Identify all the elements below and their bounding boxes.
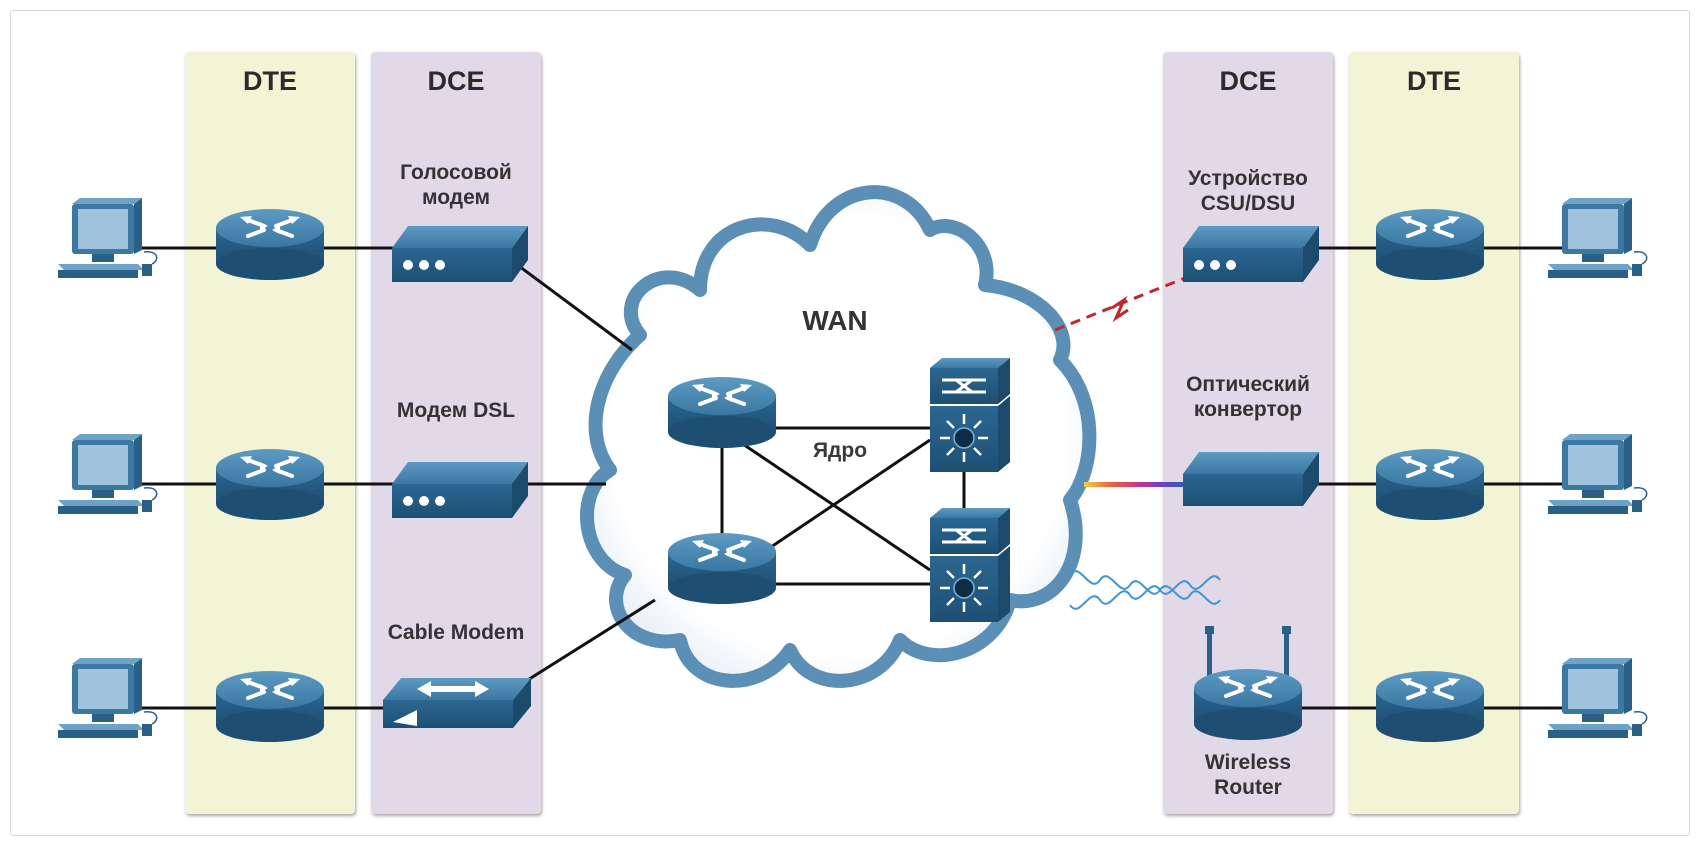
cable-modem-icon <box>383 678 531 728</box>
wan-cloud-icon <box>580 185 1097 688</box>
wan-label: WAN <box>802 305 868 336</box>
right-dte-router-3-icon <box>1374 669 1486 744</box>
right-dce-title: DCE <box>1219 66 1277 96</box>
left-pc-1-icon <box>57 197 158 279</box>
cable-modem-label: Cable Modem <box>387 621 525 644</box>
left-dce-title: DCE <box>427 66 485 96</box>
core-router-2-icon <box>666 531 778 606</box>
left-pc-3-icon <box>57 657 158 739</box>
core-label: Ядро <box>812 439 868 462</box>
left-dte-router-1-icon <box>214 207 326 282</box>
wireless-router-icon <box>1192 626 1304 742</box>
optical-converter-label: Оптический конвертор <box>1186 373 1310 421</box>
dsl-modem-icon <box>392 462 528 518</box>
fiber-link <box>1084 482 1184 487</box>
right-dte-router-2-icon <box>1374 447 1486 522</box>
left-dte-router-3-icon <box>214 669 326 744</box>
right-pc-2-icon <box>1547 433 1648 515</box>
core-router-1-icon <box>666 375 778 450</box>
dsl-modem-label: Модем DSL <box>396 399 516 422</box>
csu-dsu-icon <box>1183 226 1319 282</box>
csu-dsu-label: Устройство CSU/DSU <box>1188 167 1308 215</box>
right-dte-router-1-icon <box>1374 207 1486 282</box>
right-pc-1-icon <box>1547 197 1648 279</box>
core-switch-2-icon <box>928 506 1012 624</box>
wireless-router-label: Wireless Router <box>1204 751 1292 799</box>
wireless-link <box>1069 570 1221 610</box>
left-dte-title: DTE <box>243 66 297 96</box>
voice-modem-icon <box>392 226 528 282</box>
right-pc-3-icon <box>1547 657 1648 739</box>
left-dte-router-2-icon <box>214 447 326 522</box>
core-switch-1-icon <box>928 356 1012 474</box>
serial-link <box>1054 276 1186 332</box>
right-dte-title: DTE <box>1407 66 1461 96</box>
voice-modem-label: Голосовой модем <box>400 161 512 209</box>
left-pc-2-icon <box>57 433 158 515</box>
optical-converter-icon <box>1183 452 1319 506</box>
